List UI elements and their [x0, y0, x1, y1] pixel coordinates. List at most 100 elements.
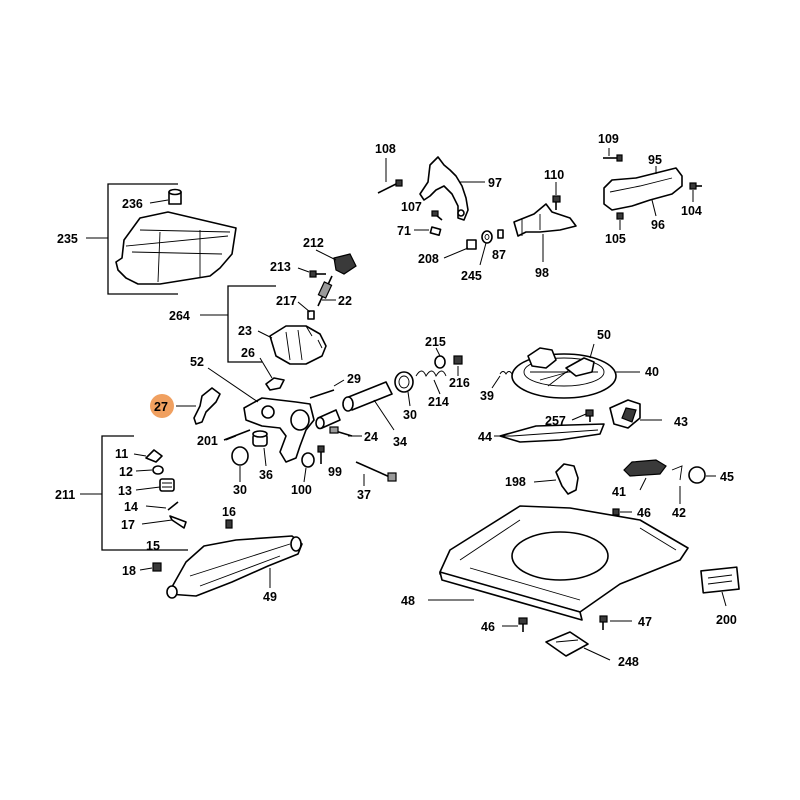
part-45-knob[interactable] — [688, 466, 706, 484]
part-104-screw[interactable] — [689, 182, 702, 190]
part-34-shaft[interactable] — [315, 381, 393, 430]
label-248[interactable]: 248 — [618, 655, 639, 669]
part-99-screw[interactable] — [317, 445, 325, 464]
label-108[interactable]: 108 — [375, 142, 396, 156]
label-37[interactable]: 37 — [357, 488, 371, 502]
part-17-pin[interactable] — [169, 515, 187, 529]
label-100[interactable]: 100 — [291, 483, 312, 497]
label-46-upper[interactable]: 46 — [637, 506, 651, 520]
part-30-cap-lower[interactable] — [231, 446, 249, 466]
label-46-lower[interactable]: 46 — [481, 620, 495, 634]
label-13[interactable]: 13 — [118, 484, 132, 498]
label-212[interactable]: 212 — [303, 236, 324, 250]
label-24[interactable]: 24 — [364, 430, 378, 444]
label-200[interactable]: 200 — [716, 613, 737, 627]
label-12[interactable]: 12 — [119, 465, 133, 479]
label-27-highlighted[interactable]: 27 — [154, 400, 168, 414]
part-48-base-plate[interactable] — [439, 505, 689, 621]
label-14[interactable]: 14 — [124, 500, 138, 514]
label-257[interactable]: 257 — [545, 414, 566, 428]
part-50-arm[interactable] — [527, 347, 595, 377]
part-30-cap-upper[interactable] — [394, 371, 414, 393]
part-107-screw[interactable] — [431, 210, 443, 221]
label-216[interactable]: 216 — [449, 376, 470, 390]
part-105-nut[interactable] — [616, 212, 624, 220]
label-29[interactable]: 29 — [347, 372, 361, 386]
part-216-nut[interactable] — [453, 355, 463, 365]
part-24-screw[interactable] — [329, 426, 353, 437]
label-26[interactable]: 26 — [241, 346, 255, 360]
label-236[interactable]: 236 — [122, 197, 143, 211]
part-98-plate[interactable] — [513, 203, 577, 237]
label-30-lower[interactable]: 30 — [233, 483, 247, 497]
label-107[interactable]: 107 — [401, 200, 422, 214]
label-97[interactable]: 97 — [488, 176, 502, 190]
part-22-spindle[interactable] — [317, 275, 333, 307]
label-99[interactable]: 99 — [328, 465, 342, 479]
label-23[interactable]: 23 — [238, 324, 252, 338]
part-201-pin[interactable] — [223, 429, 251, 441]
label-44[interactable]: 44 — [478, 430, 492, 444]
label-45[interactable]: 45 — [720, 470, 734, 484]
part-18-nut[interactable] — [152, 562, 162, 572]
part-200-label[interactable] — [700, 566, 740, 594]
part-13-spring[interactable] — [159, 478, 175, 492]
part-29-pin[interactable] — [309, 389, 335, 399]
label-235[interactable]: 235 — [57, 232, 78, 246]
label-213[interactable]: 213 — [270, 260, 291, 274]
part-71-nut[interactable] — [429, 226, 442, 236]
label-34[interactable]: 34 — [393, 435, 407, 449]
part-97-bracket[interactable] — [419, 156, 469, 221]
label-211[interactable]: 211 — [55, 488, 75, 502]
part-36-bushing[interactable] — [252, 430, 268, 447]
label-15[interactable]: 15 — [146, 539, 160, 553]
part-23-knob[interactable] — [269, 325, 327, 365]
part-212-knob[interactable] — [333, 253, 357, 275]
part-16-screw[interactable] — [225, 519, 233, 529]
part-235-tray[interactable] — [115, 211, 237, 285]
label-245[interactable]: 245 — [461, 269, 482, 283]
label-215[interactable]: 215 — [425, 335, 446, 349]
label-40[interactable]: 40 — [645, 365, 659, 379]
part-47-screw[interactable] — [599, 615, 608, 630]
label-198[interactable]: 198 — [505, 475, 526, 489]
part-213-screw[interactable] — [309, 270, 326, 278]
part-40-turntable[interactable] — [511, 353, 617, 399]
part-26-clip[interactable] — [265, 377, 285, 391]
label-47[interactable]: 47 — [638, 615, 652, 629]
label-18[interactable]: 18 — [122, 564, 136, 578]
label-50[interactable]: 50 — [597, 328, 611, 342]
label-109[interactable]: 109 — [598, 132, 619, 146]
part-41-latch[interactable] — [623, 459, 667, 477]
label-49[interactable]: 49 — [263, 590, 277, 604]
part-14-screw[interactable] — [167, 501, 179, 511]
part-49-rail-assembly[interactable] — [166, 535, 303, 599]
label-110[interactable]: 110 — [544, 168, 564, 182]
part-27-lever[interactable] — [193, 387, 221, 425]
part-248-label[interactable] — [545, 631, 589, 657]
label-98[interactable]: 98 — [535, 266, 549, 280]
part-108-screw[interactable] — [377, 179, 403, 194]
label-48[interactable]: 48 — [401, 594, 415, 608]
label-201[interactable]: 201 — [197, 434, 218, 448]
part-109-screw[interactable] — [603, 154, 623, 162]
part-257-screw[interactable] — [585, 409, 594, 422]
label-104[interactable]: 104 — [681, 204, 702, 218]
label-71[interactable]: 71 — [397, 224, 411, 238]
label-214[interactable]: 214 — [428, 395, 449, 409]
part-215-spring[interactable] — [415, 355, 447, 378]
part-37-bolt[interactable] — [355, 461, 397, 482]
label-30-upper[interactable]: 30 — [403, 408, 417, 422]
part-11-cap[interactable] — [145, 449, 163, 463]
label-42[interactable]: 42 — [672, 506, 686, 520]
part-198-bracket[interactable] — [555, 463, 579, 495]
label-264[interactable]: 264 — [169, 309, 190, 323]
part-12-washer[interactable] — [152, 465, 164, 475]
label-43[interactable]: 43 — [674, 415, 688, 429]
part-217-screw[interactable] — [307, 310, 315, 320]
part-52-bracket[interactable] — [243, 397, 315, 463]
label-11[interactable]: 11 — [115, 447, 128, 461]
label-105[interactable]: 105 — [605, 232, 626, 246]
label-36[interactable]: 36 — [259, 468, 273, 482]
label-16[interactable]: 16 — [222, 505, 236, 519]
